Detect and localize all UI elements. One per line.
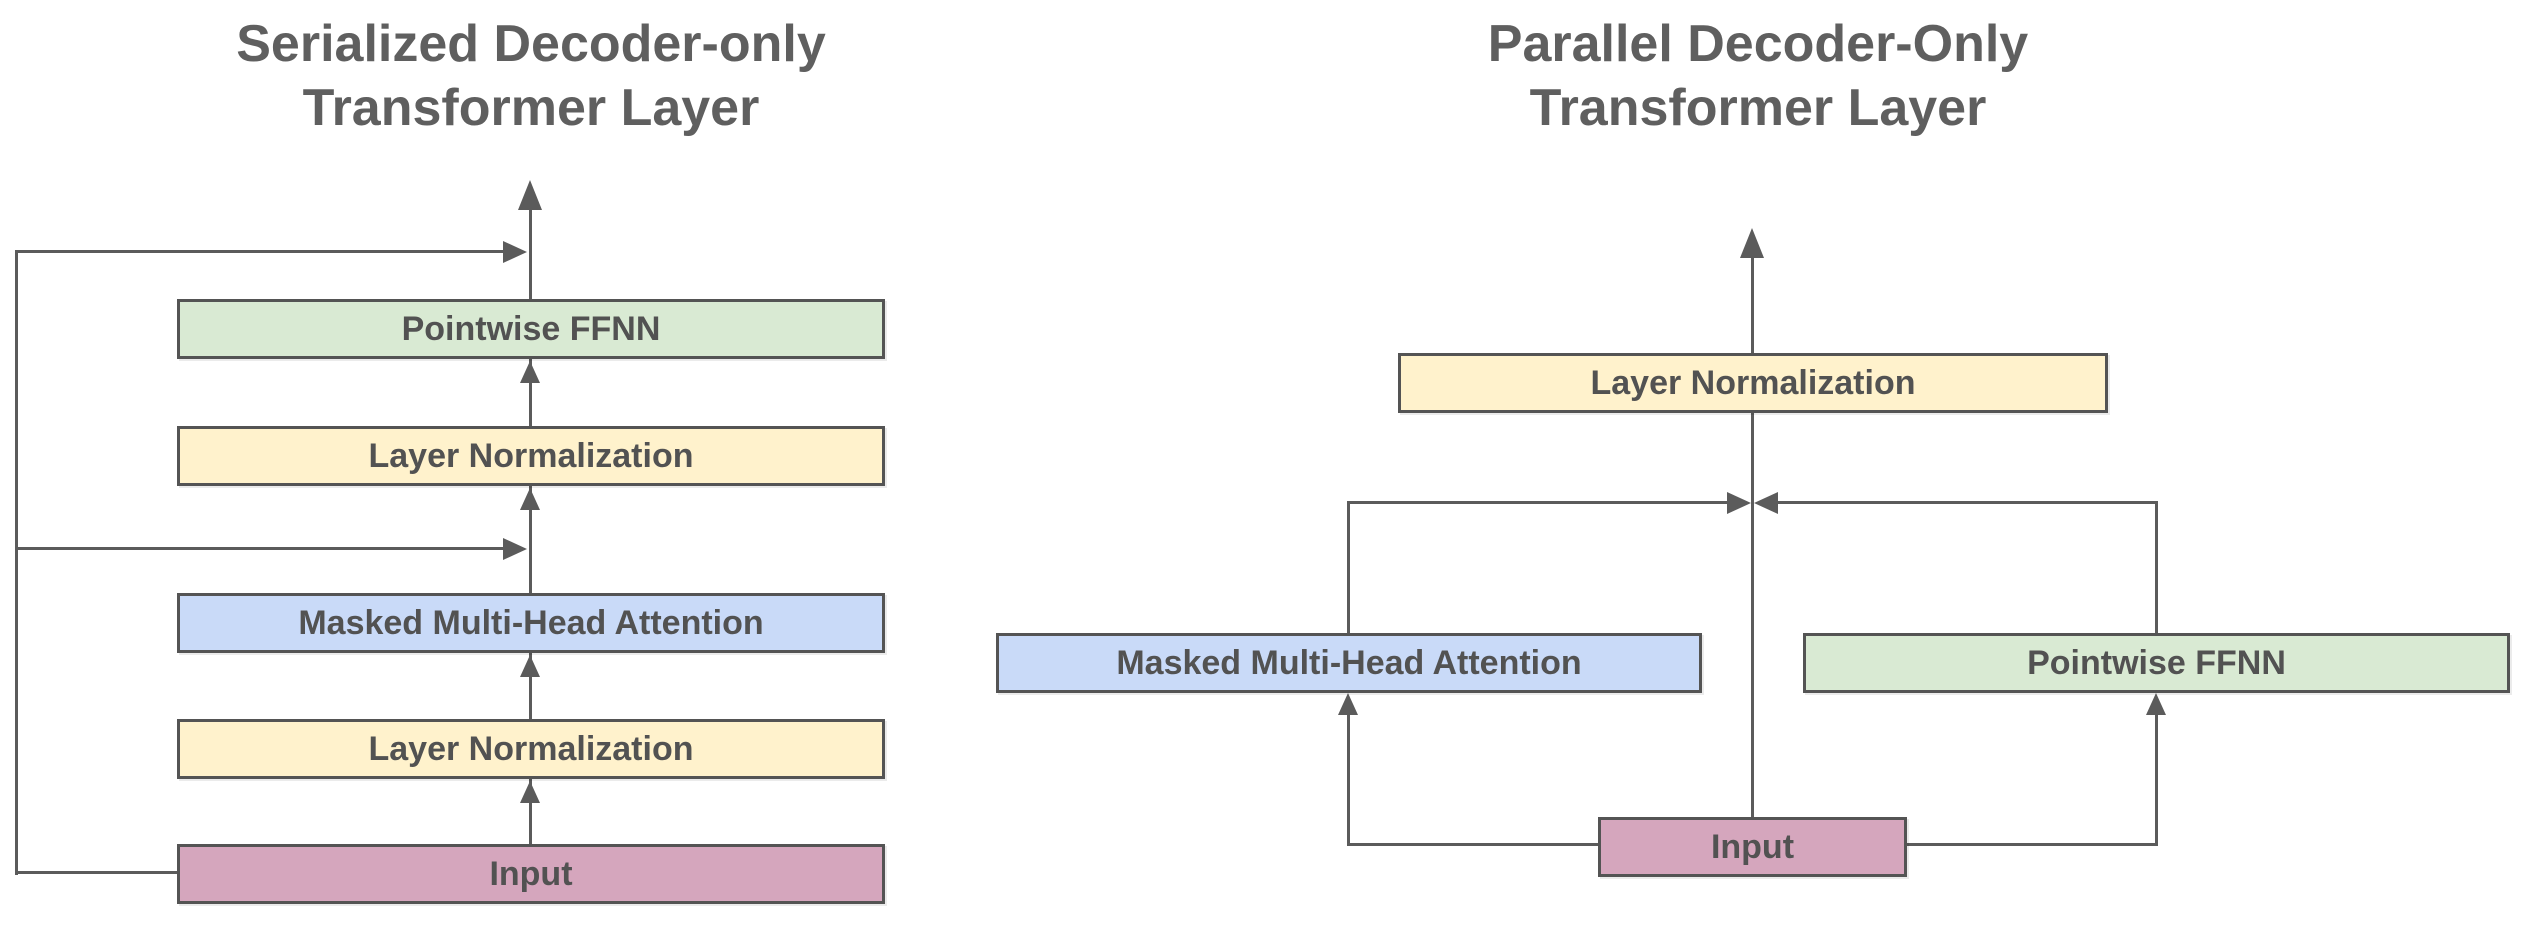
- left-box-pointwise-ffnn-label: Pointwise FFNN: [401, 309, 661, 348]
- left-title-line2: Transformer Layer: [302, 79, 760, 137]
- left-ln2-to-attention-arrowhead-icon: [520, 655, 540, 677]
- left-input-to-ln2-line: [529, 779, 532, 844]
- left-box-input: Input: [177, 844, 885, 904]
- left-title-line1: Serialized Decoder-only: [236, 15, 826, 73]
- right-box-masked-multi-head-attention-label: Masked Multi-Head Attention: [1116, 643, 1582, 682]
- right-box-masked-multi-head-attention: Masked Multi-Head Attention: [996, 633, 1702, 693]
- right-box-input: Input: [1598, 817, 1907, 877]
- right-box-input-label: Input: [1710, 827, 1795, 866]
- left-box-masked-multi-head-attention: Masked Multi-Head Attention: [177, 593, 885, 653]
- left-box-pointwise-ffnn: Pointwise FFNN: [177, 299, 885, 359]
- right-ffnn-riser-line: [2155, 503, 2158, 633]
- left-box-layer-norm-upper-label: Layer Normalization: [368, 436, 694, 475]
- right-input-to-ffnn-line: [1905, 843, 2157, 846]
- left-residual-rail-line: [15, 251, 18, 875]
- right-box-pointwise-ffnn-label: Pointwise FFNN: [2027, 643, 2286, 682]
- left-diagram-title: Serialized Decoder-only Transformer Laye…: [178, 12, 884, 140]
- right-ffnn-merge-line: [1776, 501, 2158, 504]
- left-attention-to-ln1-line: [529, 486, 532, 593]
- right-attention-riser-line: [1347, 503, 1350, 633]
- right-central-trunk-line: [1751, 413, 1754, 817]
- right-box-layer-norm-label: Layer Normalization: [1590, 363, 1916, 402]
- right-attention-feed-line: [1347, 710, 1350, 846]
- left-input-to-ln2-arrowhead-icon: [520, 781, 540, 803]
- left-ln1-to-ffnn-arrowhead-icon: [520, 361, 540, 383]
- left-attention-to-ln1-arrowhead-icon: [520, 488, 540, 510]
- right-attention-feed-arrowhead-icon: [1338, 693, 1358, 715]
- right-title-line2: Transformer Layer: [1529, 79, 1987, 137]
- left-ln2-to-attention-line: [529, 653, 532, 719]
- left-box-layer-norm-lower: Layer Normalization: [177, 719, 885, 779]
- right-box-layer-norm: Layer Normalization: [1398, 353, 2108, 413]
- right-box-pointwise-ffnn: Pointwise FFNN: [1803, 633, 2510, 693]
- left-box-layer-norm-lower-label: Layer Normalization: [368, 729, 694, 768]
- left-box-input-label: Input: [489, 854, 573, 893]
- left-residual-to-output-sum-line: [15, 250, 505, 253]
- left-ln1-to-ffnn-line: [529, 359, 532, 426]
- right-title-line1: Parallel Decoder-Only: [1487, 15, 2029, 73]
- left-box-masked-multi-head-attention-label: Masked Multi-Head Attention: [298, 603, 764, 642]
- left-residual-arrowhead-top-icon: [503, 241, 527, 263]
- left-box-layer-norm-upper: Layer Normalization: [177, 426, 885, 486]
- right-attention-merge-arrowhead-icon: [1727, 492, 1751, 514]
- right-output-arrowhead-icon: [1740, 228, 1764, 258]
- right-attention-merge-line: [1347, 501, 1729, 504]
- right-diagram-title: Parallel Decoder-Only Transformer Layer: [1405, 12, 2111, 140]
- right-output-arrow-line: [1751, 255, 1754, 353]
- right-ffnn-merge-arrowhead-icon: [1754, 492, 1778, 514]
- right-input-to-attention-line: [1347, 843, 1599, 846]
- left-residual-arrowhead-mid-icon: [503, 538, 527, 560]
- left-output-arrow-line: [529, 204, 532, 299]
- left-residual-to-attention-sum-line: [15, 547, 505, 550]
- right-ffnn-feed-line: [2155, 710, 2158, 846]
- left-output-arrowhead-icon: [518, 180, 542, 210]
- right-ffnn-feed-arrowhead-icon: [2146, 693, 2166, 715]
- left-residual-from-input-line: [15, 871, 179, 874]
